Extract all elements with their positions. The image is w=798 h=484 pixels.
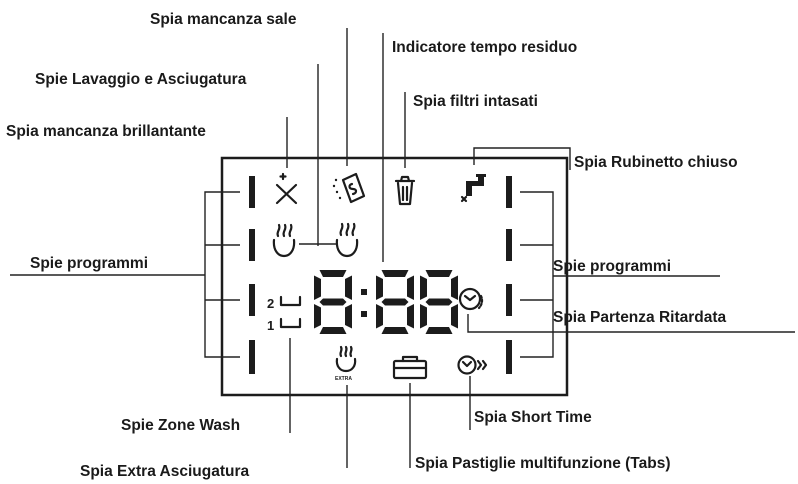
rinse-aid-icon [275, 172, 298, 205]
extra-dry-icon: EXTRA [335, 345, 357, 382]
label-remaining-time: Indicatore tempo residuo [392, 39, 577, 56]
digit-segment [381, 270, 409, 277]
digit-segment [345, 304, 352, 329]
digit-segment [319, 298, 347, 306]
label-tabs: Spia Pastiglie multifunzione (Tabs) [415, 455, 671, 472]
callout-delay-start [467, 314, 795, 333]
extra-text: EXTRA [335, 376, 352, 382]
program-lights-right [506, 176, 512, 374]
label-delay-start: Spia Partenza Ritardata [553, 309, 727, 326]
label-wash-dry: Spie Lavaggio e Asciugatura [35, 71, 247, 88]
label-programs-left: Spie programmi [30, 255, 148, 272]
zone-wash-indicators: 2 1 [267, 295, 302, 333]
digit-segment [451, 275, 458, 300]
callout-programs-left [10, 191, 240, 358]
time-colon-bottom [361, 311, 367, 317]
salt-icon [332, 172, 366, 204]
wash-icon [272, 223, 296, 258]
digit-segment [425, 270, 453, 277]
label-programs-right: Spie programmi [553, 258, 671, 275]
digit-segment [420, 304, 427, 329]
digit-segment [381, 298, 409, 306]
time-colon-top [361, 289, 367, 295]
program-bar [506, 229, 512, 261]
dry-icon [335, 222, 359, 258]
callout-wash-dry [299, 64, 336, 246]
zone-upper-number: 2 [267, 296, 274, 311]
label-salt: Spia mancanza sale [150, 11, 297, 28]
digit-segment [376, 304, 383, 329]
digit-segment [314, 275, 321, 300]
time-digits [314, 270, 458, 334]
program-bar [249, 176, 255, 208]
program-bar [506, 284, 512, 316]
program-bar [249, 284, 255, 316]
digit-segment [319, 270, 347, 277]
digit-segment [319, 327, 347, 334]
label-zone-wash: Spie Zone Wash [121, 417, 240, 434]
digit-segment [376, 275, 383, 300]
delay-clock-icon [458, 287, 484, 311]
program-bar [249, 340, 255, 374]
label-short-time: Spia Short Time [474, 409, 592, 426]
zone-lower-number: 1 [267, 318, 274, 333]
digit-segment [314, 304, 321, 329]
digit-segment [451, 304, 458, 329]
label-filters: Spia filtri intasati [413, 93, 538, 110]
digit-segment [407, 304, 414, 329]
tabs-icon [392, 355, 428, 380]
label-rinse-aid: Spia mancanza brillantante [6, 123, 206, 140]
callout-programs-right [520, 191, 720, 358]
trash-icon [394, 175, 416, 206]
digit-segment [407, 275, 414, 300]
callout-tap [473, 147, 571, 170]
digit-segment [425, 298, 453, 306]
digit-segment [420, 275, 427, 300]
digit-segment [345, 275, 352, 300]
program-bar [506, 176, 512, 208]
short-time-icon [457, 355, 488, 375]
label-tap: Spia Rubinetto chiuso [574, 154, 738, 171]
program-bar [249, 229, 255, 261]
label-extra-dry: Spia Extra Asciugatura [80, 463, 250, 480]
program-bar [506, 340, 512, 374]
digit-segment [425, 327, 453, 334]
tap-icon [460, 174, 486, 203]
digit-segment [381, 327, 409, 334]
program-lights-left [249, 176, 255, 374]
